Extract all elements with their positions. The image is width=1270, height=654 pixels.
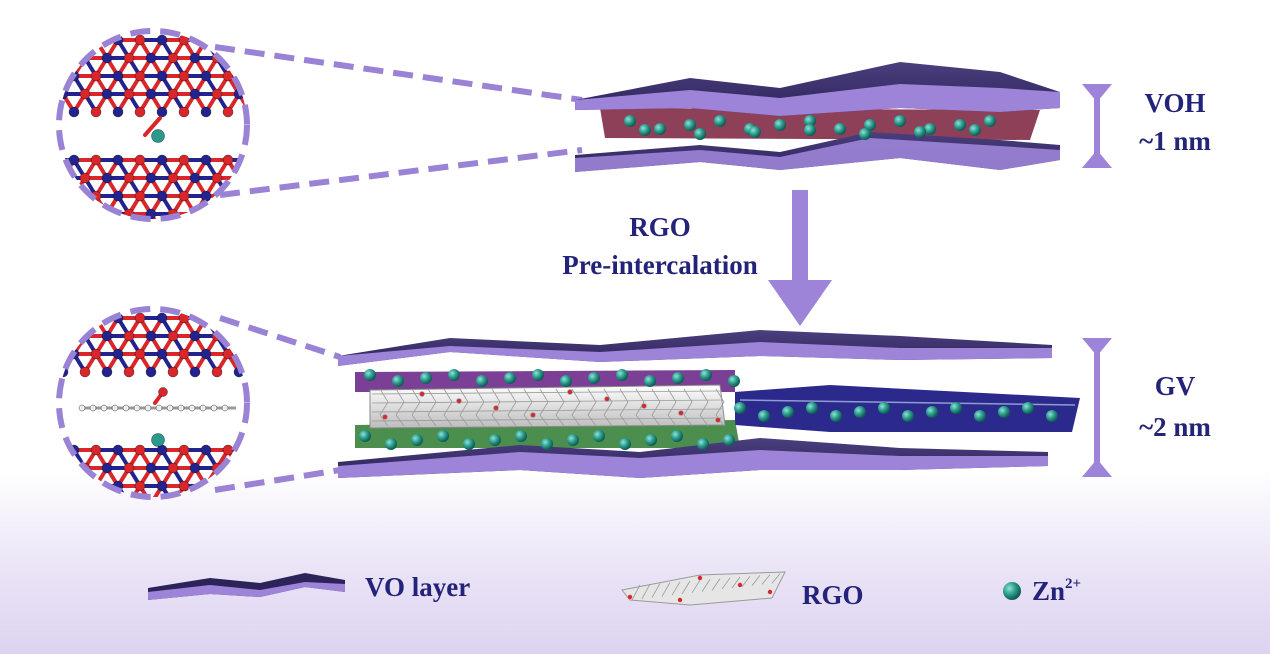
voh-zn-ions <box>624 115 996 140</box>
voh-layered-structure <box>575 62 1060 172</box>
legend-rgo-label: RGO <box>802 580 864 610</box>
gv-layered-structure <box>338 330 1080 478</box>
voh-spacing-label: ~1 nm <box>1139 126 1211 156</box>
down-arrow <box>768 190 832 326</box>
gv-zn-ions <box>359 369 1058 450</box>
legend-zn-charge: 2+ <box>1065 576 1081 592</box>
gv-spacing-label: ~2 nm <box>1139 412 1211 442</box>
gv-label: GV <box>1155 371 1196 401</box>
gv-rgo-sheet <box>369 384 726 429</box>
legend: VO layer RGO Zn2+ <box>148 571 1081 610</box>
voh-zoom-callout <box>56 28 583 222</box>
legend-zn-icon <box>1003 582 1021 600</box>
legend-zn-label: Zn2+ <box>1032 576 1081 606</box>
voh-label: VOH <box>1145 88 1206 118</box>
legend-rgo-icon <box>621 571 786 606</box>
legend-vo-layer-label: VO layer <box>365 572 470 602</box>
voh-spacing-marker <box>1082 84 1112 168</box>
legend-zn-base: Zn <box>1032 576 1065 606</box>
gv-spacing-marker <box>1082 338 1112 477</box>
arrow-label-pre-intercalation: Pre-intercalation <box>562 250 757 280</box>
arrow-label-rgo: RGO <box>629 212 691 242</box>
gv-zoom-callout <box>56 306 341 500</box>
legend-vo-layer-icon <box>148 573 345 600</box>
